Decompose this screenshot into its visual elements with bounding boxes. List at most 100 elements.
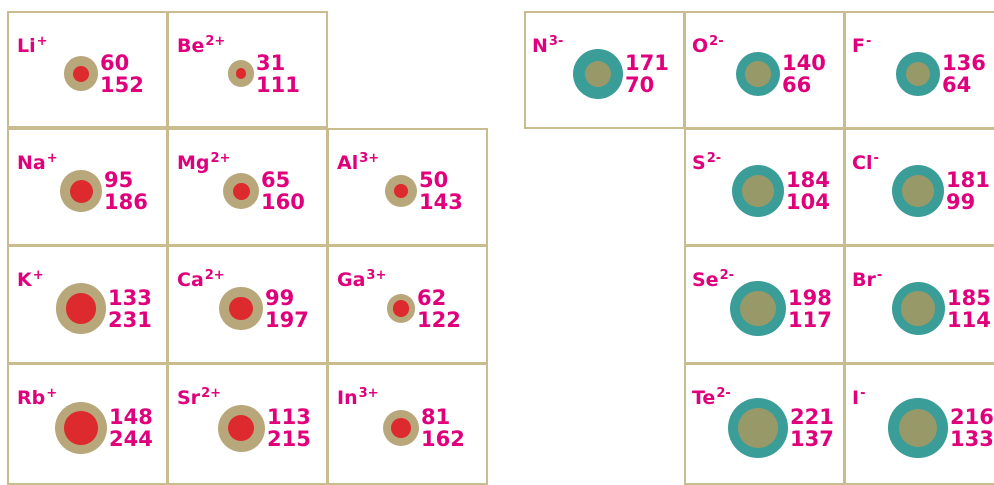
- element-symbol: Na: [17, 152, 46, 174]
- ionic-radius-value: 113: [267, 405, 311, 429]
- ionic-radius-value: 184: [786, 168, 830, 192]
- ion-symbol: S2-: [692, 151, 722, 174]
- ion-charge: +: [36, 34, 48, 49]
- ion-circle: [390, 417, 412, 439]
- atomic-radius-value: 162: [421, 427, 465, 451]
- atomic-radius-value: 99: [946, 190, 976, 214]
- ion-charge: -: [876, 268, 883, 283]
- ion-charge: 2+: [204, 268, 225, 283]
- ionic-radius-value: 136: [942, 51, 986, 75]
- ion-circle: [64, 411, 98, 445]
- ion-charge: 3+: [359, 151, 380, 166]
- element-symbol: K: [17, 269, 32, 291]
- element-symbol: Al: [337, 152, 359, 174]
- ion-charge: 3+: [366, 268, 387, 283]
- ion-circle: [227, 414, 255, 442]
- ion-symbol: I-: [852, 386, 866, 409]
- element-symbol: Ca: [177, 269, 204, 291]
- ion-circle: [232, 182, 250, 200]
- ion-charge: +: [46, 151, 58, 166]
- element-symbol: S: [692, 152, 706, 174]
- ion-symbol: Li+: [17, 34, 48, 57]
- atomic-radius-value: 114: [947, 307, 991, 332]
- ionic-radius-value: 148: [109, 405, 153, 429]
- atomic-radius-value: 117: [788, 307, 832, 332]
- ionic-radius-value: 216: [950, 405, 994, 429]
- element-symbol: Sr: [177, 387, 201, 409]
- atom-circle: [905, 61, 931, 87]
- atom-circle: [741, 174, 775, 208]
- ion-symbol: Se2-: [692, 269, 734, 291]
- ion-charge: +: [32, 268, 44, 283]
- ionic-radius-value: 50: [419, 168, 449, 192]
- ion-symbol: Na+: [17, 151, 58, 174]
- element-symbol: Br: [852, 269, 876, 291]
- atom-circle: [898, 408, 938, 448]
- ion-symbol: Sr2+: [177, 387, 221, 409]
- ionic-radius-value: 185: [947, 285, 991, 310]
- ionic-radius-value: 140: [782, 51, 826, 75]
- ion-circle: [73, 65, 89, 82]
- ionic-radius-value: 99: [265, 285, 295, 310]
- atomic-radius-value: 244: [109, 427, 153, 451]
- ionic-radius-value: 133: [108, 285, 152, 310]
- ion-charge: 2-: [709, 34, 724, 49]
- ion-symbol: Be2+: [177, 34, 226, 57]
- atomic-radius-value: 70: [625, 73, 655, 97]
- atomic-radius-value: 143: [419, 190, 463, 214]
- atomic-radius-value: 137: [790, 427, 834, 451]
- ion-symbol: K+: [17, 268, 44, 291]
- ion-charge: +: [46, 386, 58, 401]
- ion-charge: 3+: [358, 386, 379, 401]
- atom-circle: [738, 408, 778, 448]
- ion-symbol: N3-: [532, 35, 563, 57]
- ion-symbol: Al3+: [337, 151, 380, 174]
- ion-symbol: Rb+: [17, 386, 58, 408]
- ion-symbol: O2-: [692, 34, 724, 57]
- element-symbol: Be: [177, 35, 205, 57]
- ion-symbol: Ga3+: [337, 268, 387, 291]
- ionic-radius-value: 81: [421, 405, 451, 429]
- ion-charge: -: [873, 151, 879, 166]
- element-symbol: I: [852, 387, 860, 409]
- ionic-radius-value: 95: [104, 168, 134, 192]
- atomic-radius-value: 66: [782, 73, 812, 97]
- element-symbol: Ga: [337, 269, 366, 291]
- element-symbol: Se: [692, 269, 719, 291]
- ion-symbol: Te2-: [692, 386, 731, 409]
- ionic-radius-value: 171: [625, 51, 669, 75]
- element-symbol: Li: [17, 35, 36, 57]
- atomic-radius-value: 160: [261, 190, 305, 214]
- atom-circle: [902, 175, 934, 207]
- ion-symbol: In3+: [337, 386, 379, 408]
- ion-charge: -: [860, 386, 866, 401]
- element-symbol: Te: [692, 387, 716, 409]
- ionic-radius-value: 65: [261, 168, 291, 192]
- ionic-radius-value: 198: [788, 285, 832, 310]
- ion-circle: [394, 184, 408, 198]
- ionic-radius-value: 60: [100, 50, 130, 75]
- element-symbol: N: [532, 35, 548, 57]
- ion-symbol: Mg2+: [177, 152, 230, 173]
- ion-charge: 2+: [205, 34, 226, 49]
- element-symbol: O: [692, 35, 709, 57]
- atom-circle: [900, 291, 936, 326]
- ionic-radius-value: 181: [946, 168, 990, 192]
- ion-charge: 2-: [706, 151, 722, 166]
- ion-charge: 2-: [716, 386, 731, 401]
